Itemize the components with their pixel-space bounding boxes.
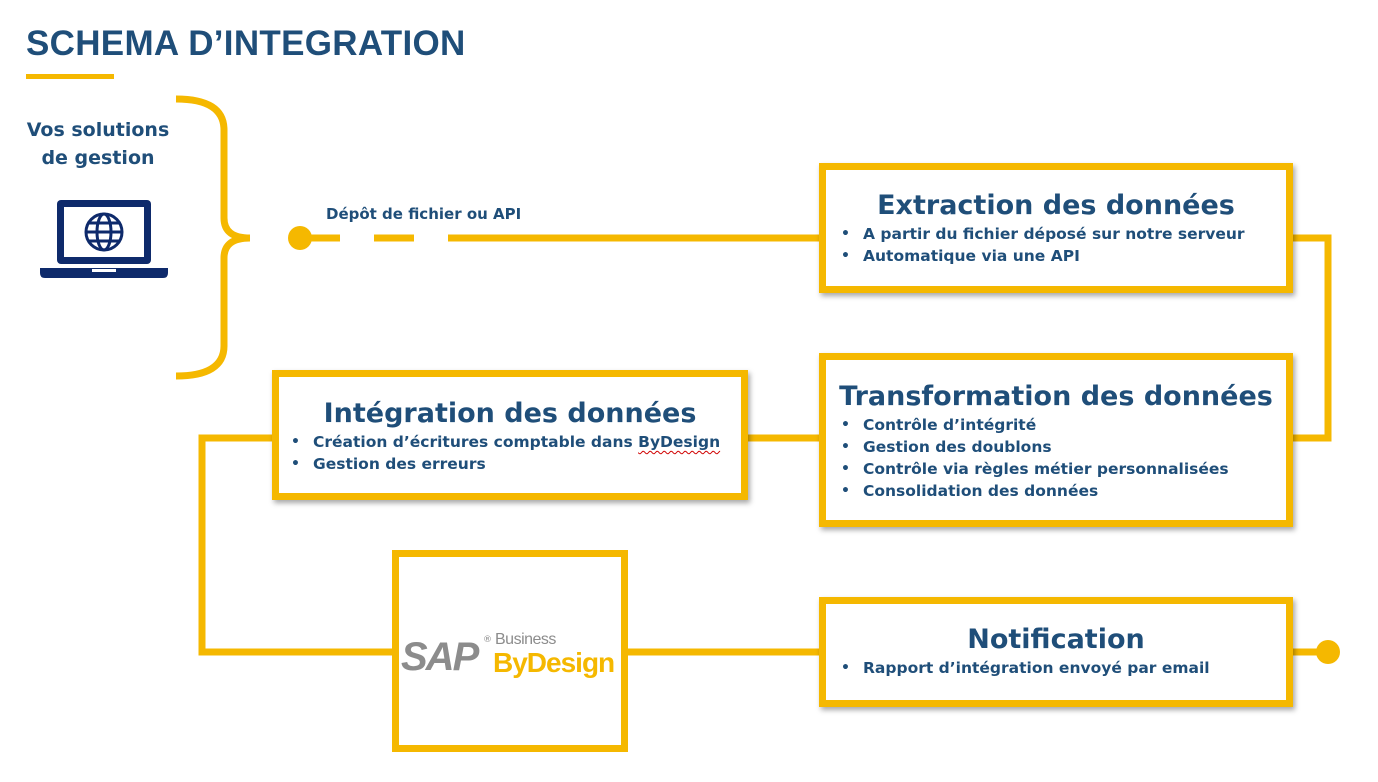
transformation-bullets: Contrôle d’intégrité Gestion des doublon… [833, 414, 1286, 502]
notification-bullets: Rapport d’intégration envoyé par email [833, 657, 1286, 679]
integration-to-sap-line [198, 434, 392, 656]
source-label: Vos solutions de gestion [26, 119, 170, 169]
transformation-box: Transformation des données Contrôle d’in… [819, 353, 1293, 527]
list-item: Contrôle d’intégrité [833, 414, 1286, 436]
integration-bullets: Création d’écritures comptable dans ByDe… [283, 431, 741, 475]
notification-title: Notification [967, 624, 1145, 655]
list-item: Consolidation des données [833, 480, 1286, 502]
integration-title: Intégration des données [323, 398, 697, 429]
bullet-text: Création d’écritures comptable dans [313, 433, 639, 451]
page-title: SCHEMA D’INTEGRATION [26, 24, 466, 63]
list-item: Gestion des erreurs [283, 453, 741, 475]
deposit-label: Dépôt de fichier ou API [326, 205, 522, 223]
laptop-globe-icon [40, 200, 168, 278]
sap-business-text: Business [495, 631, 556, 648]
deposit-start-dot [288, 226, 312, 250]
extraction-box: Extraction des données A partir du fichi… [819, 163, 1293, 293]
extraction-title: Extraction des données [877, 190, 1235, 221]
source-brace [175, 95, 251, 380]
list-item: A partir du fichier déposé sur notre ser… [833, 223, 1286, 245]
sap-bydesign-text: ByDesign [493, 647, 615, 678]
bydesign-word: ByDesign [638, 433, 721, 451]
sap-bydesign-logo: SAP ® Business ByDesign [399, 621, 621, 681]
transformation-title: Transformation des données [839, 381, 1273, 412]
extraction-to-transformation-line [1293, 234, 1332, 442]
notification-box: Notification Rapport d’intégration envoy… [819, 597, 1293, 707]
extraction-bullets: A partir du fichier déposé sur notre ser… [833, 223, 1286, 267]
list-item: Automatique via une API [833, 245, 1286, 267]
title-underline [26, 74, 114, 79]
list-item: Rapport d’intégration envoyé par email [833, 657, 1286, 679]
sap-box: SAP ® Business ByDesign [392, 550, 628, 752]
integration-box: Intégration des données Création d’écrit… [272, 370, 748, 500]
sap-registered-mark: ® [483, 635, 492, 645]
list-item: Création d’écritures comptable dans ByDe… [283, 431, 741, 453]
list-item: Gestion des doublons [833, 436, 1286, 458]
sap-mark: SAP [401, 635, 479, 679]
notification-end-dot [1316, 640, 1340, 664]
list-item: Contrôle via règles métier personnalisée… [833, 458, 1286, 480]
